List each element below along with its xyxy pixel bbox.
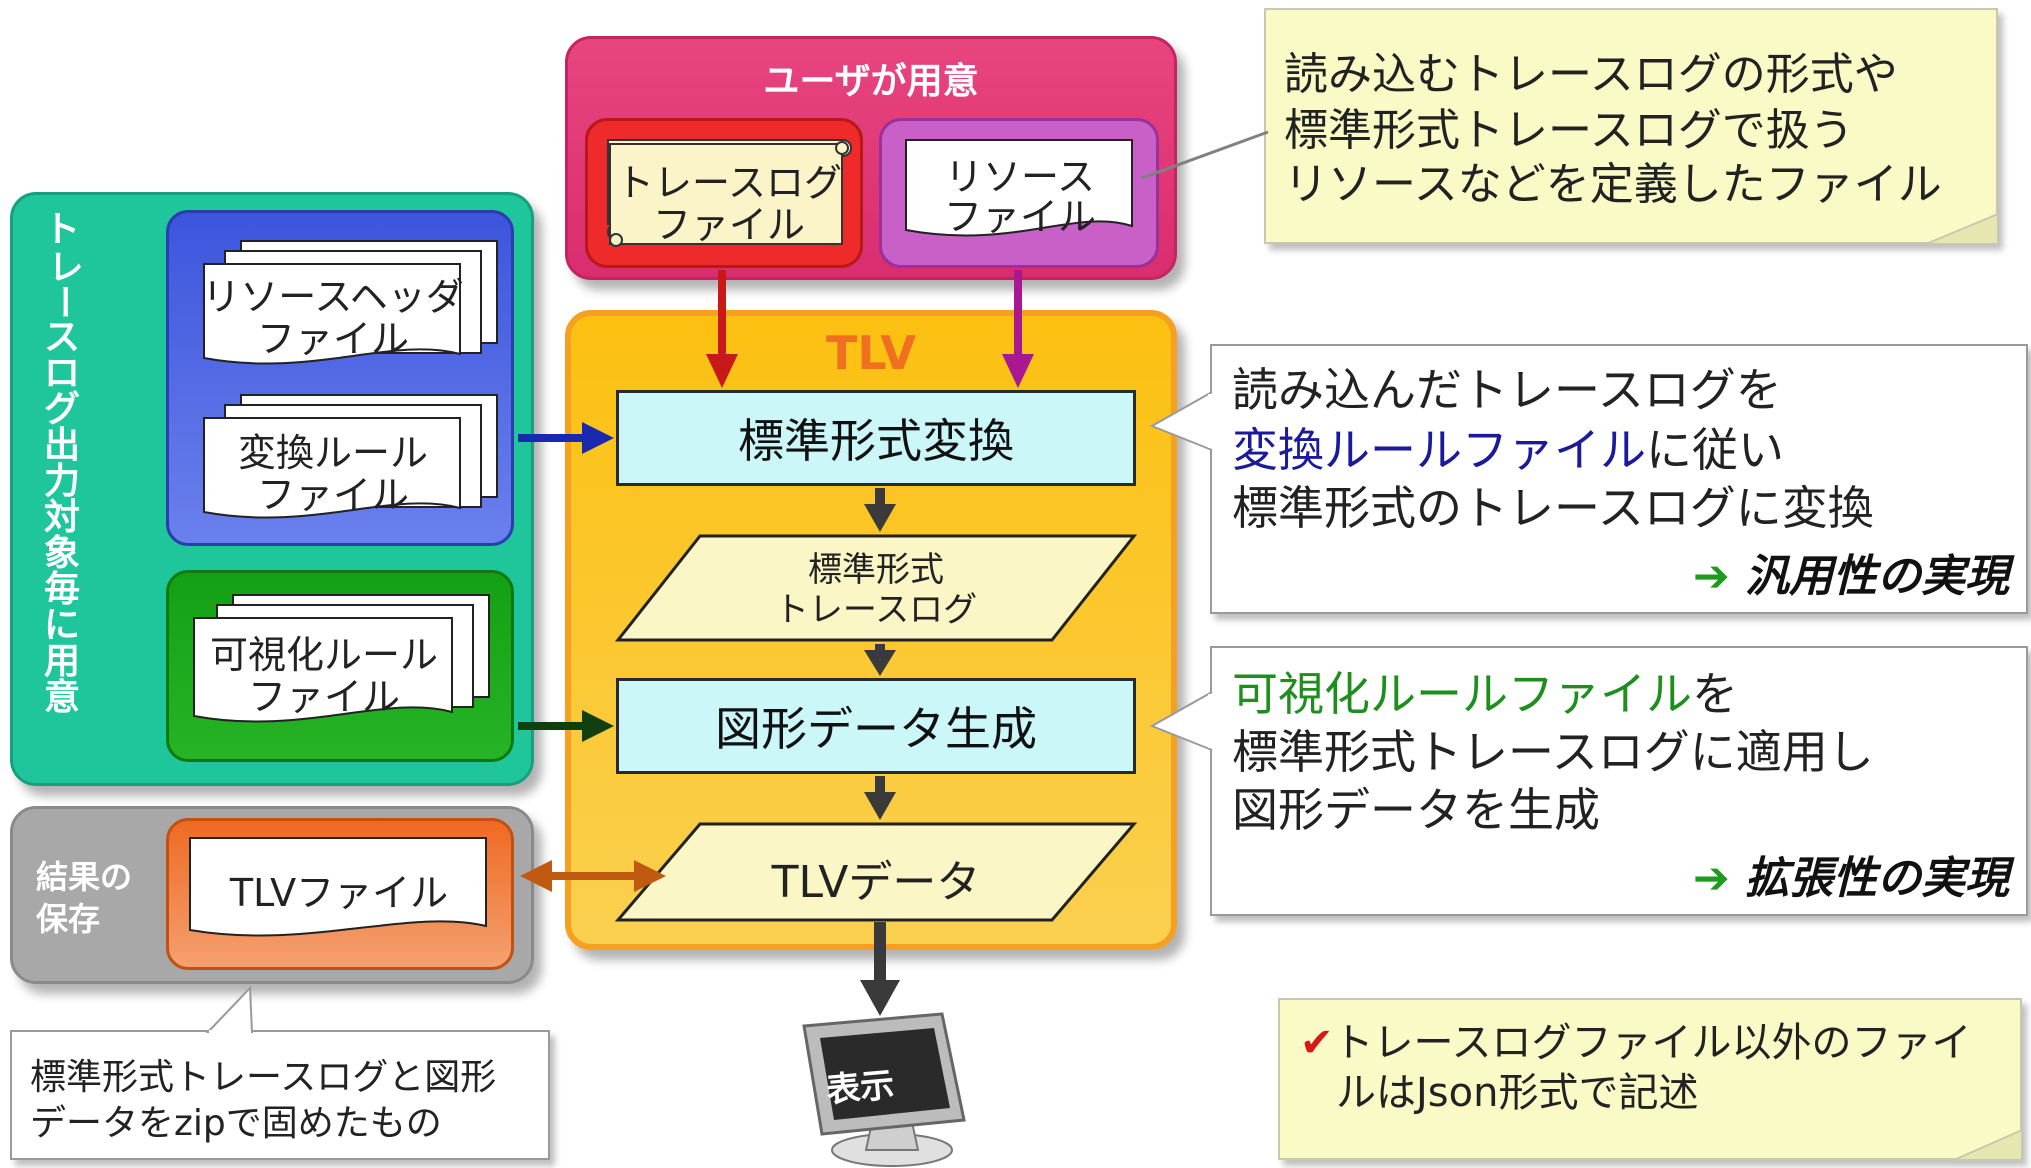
arrow-generation-to-tlv-data	[864, 776, 896, 820]
visualization-rule-label-1: 可視化ルール	[209, 633, 438, 677]
data-tlv-label: TLVデータ	[771, 857, 981, 908]
callout-conversion-tail	[1149, 391, 1216, 451]
resource-header-label-1: リソースヘッダ	[202, 275, 464, 319]
save-result-label-2: 保存	[36, 900, 101, 938]
callout-conversion-line-2-rest: に従い	[1646, 423, 1784, 477]
note-bottom	[1278, 998, 2022, 1160]
resource-file-label-1: リソース	[944, 155, 1096, 199]
visualization-rule-doc	[193, 617, 453, 723]
callout-conversion	[1210, 344, 2028, 614]
step-shape-data-generation: 図形データ生成	[616, 678, 1136, 774]
note-top-fold	[1925, 212, 1999, 245]
callout-save-line-1: 標準形式トレースログと図形	[30, 1057, 497, 1098]
arrow-conversion-to-standard-log	[864, 488, 896, 532]
tlv-title: TLV	[826, 326, 916, 380]
arrow-standard-log-to-generation	[864, 644, 896, 676]
step-standard-conversion: 標準形式変換	[616, 390, 1136, 486]
note-top	[1264, 8, 1998, 244]
per-target-vertical-label: ト レ ー ス ロ グ 出 力 対 象 毎 に 用 意	[42, 209, 83, 718]
callout-generation-highlight: 可視化ルールファイル	[1232, 667, 1692, 721]
data-tlv	[614, 822, 1138, 922]
monitor-icon	[802, 1012, 966, 1167]
callout-conversion-line-1: 読み込んだトレースログを	[1232, 363, 1782, 417]
callout-generation-line-1-rest: を	[1692, 667, 1738, 721]
callout-generation-line-1: 可視化ルールファイルを	[1232, 658, 1738, 724]
note-top-pointer	[1141, 130, 1269, 180]
arrow-trace-log-to-conversion	[706, 270, 738, 388]
arrow-tlv-file-tlv-data	[520, 860, 666, 892]
callout-generation-line-2: 標準形式トレースログに適用し	[1232, 725, 1874, 779]
trace-log-file-label-1: トレースログ	[615, 161, 843, 205]
callout-save-line-2: データをzipで固めたもの	[30, 1103, 442, 1144]
callout-generation	[1210, 646, 2028, 916]
callout-generation-result-text: 拡張性の実現	[1745, 853, 2009, 904]
data-standard-trace-log	[614, 534, 1138, 642]
data-standard-trace-log-label-2: トレースログ	[774, 590, 978, 630]
note-bottom-fold	[1953, 1128, 2023, 1161]
callout-generation-result: ➔ 拡張性の実現	[1693, 842, 2009, 906]
right-arrow-icon: ➔	[1692, 853, 1745, 904]
arrow-conversion-rule-to-conversion	[518, 422, 614, 454]
callout-generation-tail	[1149, 691, 1216, 751]
arrow-tlv-data-to-display	[860, 922, 900, 1016]
callout-conversion-highlight: 変換ルールファイル	[1232, 423, 1646, 477]
callout-conversion-result-text: 汎用性の実現	[1745, 551, 2009, 602]
resource-file-label-2: ファイル	[943, 195, 1096, 239]
right-arrow-icon: ➔	[1692, 551, 1745, 602]
user-prepared-title: ユーザが用意	[763, 61, 979, 102]
tlv-file-label: TLVファイル	[229, 871, 449, 915]
note-top-line-3: リソースなどを定義したファイル	[1284, 159, 1942, 210]
callout-save-tail	[205, 985, 254, 1036]
conversion-rule-label-2: ファイル	[256, 473, 409, 517]
callout-conversion-line-2: 変換ルールファイルに従い	[1232, 414, 1784, 480]
callout-save	[10, 1030, 550, 1160]
note-bottom-line-1: ✔トレースログファイル以外のファイ	[1300, 1010, 1972, 1068]
note-bottom-line-2: ルはJson形式で記述	[1336, 1070, 1699, 1116]
callout-conversion-line-3: 標準形式のトレースログに変換	[1232, 481, 1874, 535]
trace-log-file-label-2: ファイル	[652, 203, 805, 247]
resource-header-label-2: ファイル	[256, 317, 409, 361]
scroll-icon	[607, 139, 852, 247]
note-top-line-2: 標準形式トレースログで扱う	[1284, 105, 1854, 156]
data-standard-trace-log-label-1: 標準形式	[808, 550, 944, 590]
callout-generation-line-3: 図形データを生成	[1232, 783, 1600, 837]
conversion-rule-doc	[203, 417, 461, 519]
conversion-rule-label-1: 変換ルール	[237, 431, 428, 475]
resource-file-doc	[905, 139, 1133, 237]
resource-header-doc	[203, 263, 461, 365]
callout-conversion-result: ➔ 汎用性の実現	[1693, 540, 2009, 604]
tlv-file-doc	[189, 837, 487, 937]
display-label: 表示	[824, 1065, 896, 1111]
check-icon: ✔	[1300, 1020, 1334, 1066]
note-bottom-line-1-text: トレースログファイル以外のファイ	[1333, 1020, 1972, 1066]
save-result-label-1: 結果の	[36, 858, 133, 896]
note-top-line-1: 読み込むトレースログの形式や	[1284, 49, 1898, 100]
visualization-rule-label-2: ファイル	[247, 675, 400, 719]
arrow-visualization-rule-to-generation	[518, 710, 614, 742]
arrow-resource-to-conversion	[1002, 270, 1034, 388]
